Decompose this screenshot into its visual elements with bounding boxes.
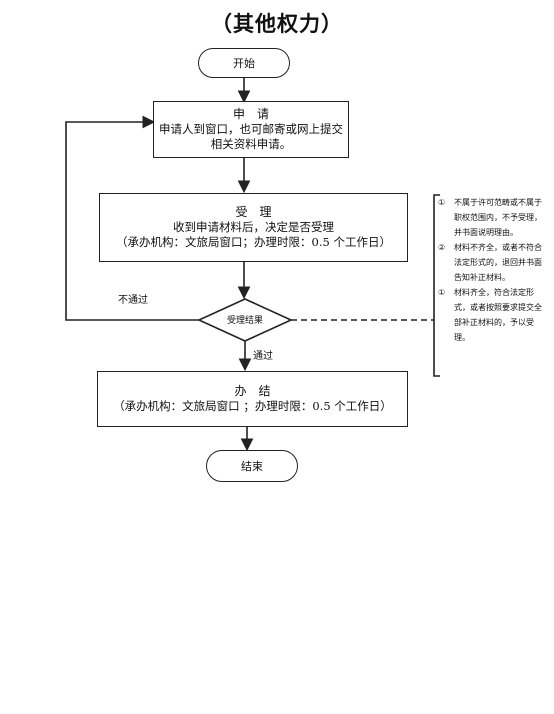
step-accept-line-2: （承办机构：文旅局窗口；办理时限：0.5 个工作日） (116, 235, 391, 250)
notes-bracket (433, 194, 440, 377)
arrow-fail-loop (65, 115, 199, 321)
note-text: 材料齐全，符合法定形式，或者按照要求提交全部补正材料的，予以受理。 (454, 288, 542, 342)
step-handle-title: 办 结 (234, 383, 271, 398)
note-item: ① 材料齐全，符合法定形式，或者按照要求提交全部补正材料的，予以受理。 (438, 285, 544, 345)
step-accept-box: 受 理 收到申请材料后，决定是否受理 （承办机构：文旅局窗口；办理时限：0.5 … (99, 193, 408, 262)
start-label: 开始 (233, 57, 255, 70)
end-node: 结束 (206, 450, 298, 482)
decision-label: 受理结果 (226, 316, 263, 326)
step-handle-line-1: （承办机构：文旅局窗口 ；办理时限：0.5 个工作日） (113, 399, 392, 414)
notes-panel: ① 不属于许可范畴或不属于职权范围内，不予受理，并书面说明理由。 ② 材料不齐全… (438, 195, 544, 345)
note-item: ① 不属于许可范畴或不属于职权范围内，不予受理，并书面说明理由。 (438, 195, 544, 240)
step-accept-title: 受 理 (235, 204, 272, 219)
note-number: ② (438, 243, 446, 252)
start-node: 开始 (198, 48, 290, 78)
note-number: ① (438, 198, 446, 207)
page-title: （其他权力） (211, 12, 343, 36)
step-apply-title: 申 请 (232, 106, 269, 121)
step-apply-line-1: 申请人到窗口，也可邮寄或网上提交 (159, 122, 343, 137)
edge-label-pass: 通过 (253, 351, 273, 362)
note-number: ① (438, 288, 446, 297)
end-label: 结束 (241, 460, 263, 473)
note-item: ② 材料不齐全，或者不符合法定形式的，退回并书面告知补正材料。 (438, 240, 544, 285)
step-apply-line-2: 相关资料申请。 (210, 137, 292, 152)
edge-label-fail: 不通过 (118, 295, 148, 306)
note-text: 不属于许可范畴或不属于职权范围内，不予受理，并书面说明理由。 (454, 198, 542, 237)
step-apply-box: 申 请 申请人到窗口，也可邮寄或网上提交 相关资料申请。 (153, 101, 349, 158)
step-handle-box: 办 结 （承办机构：文旅局窗口 ；办理时限：0.5 个工作日） (97, 371, 408, 427)
note-text: 材料不齐全，或者不符合法定形式的，退回并书面告知补正材料。 (454, 243, 542, 282)
step-accept-line-1: 收到申请材料后，决定是否受理 (173, 220, 334, 235)
